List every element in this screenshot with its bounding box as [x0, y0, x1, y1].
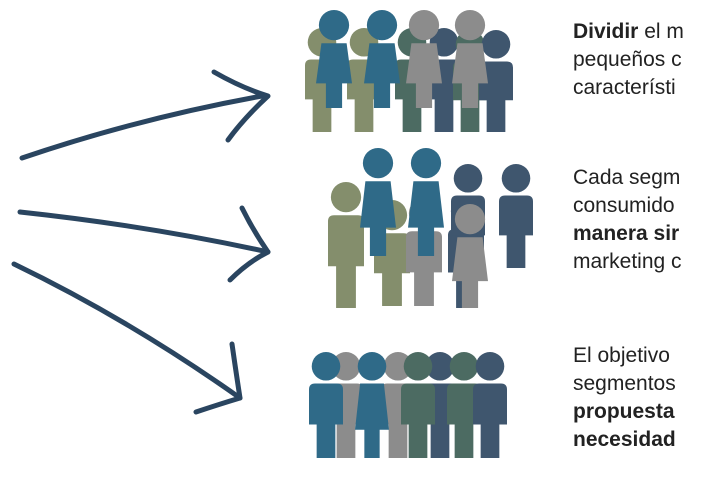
person-icon — [408, 148, 444, 256]
arrow-icon — [17, 209, 271, 255]
text-line: El objetivo — [573, 342, 720, 370]
text-segment: característi — [573, 76, 676, 99]
text-segment: El objetivo — [573, 344, 670, 367]
text-line: característi — [573, 74, 720, 102]
description-paragraph-3: El objetivo segmentos propuesta necesidad — [573, 342, 720, 454]
person-icon — [309, 352, 343, 458]
arrow-icon — [11, 261, 243, 401]
person-icon — [447, 352, 481, 458]
text-segment: marketing c — [573, 250, 682, 273]
person-icon — [499, 164, 533, 268]
arrow-icon — [19, 93, 265, 161]
text-segment: segmentos — [573, 372, 676, 395]
text-line: propuesta — [573, 398, 720, 426]
person-icon — [328, 182, 364, 308]
text-segment: pequeños c — [573, 48, 682, 71]
arrow-icon — [193, 341, 243, 415]
bold-text: necesidad — [573, 428, 676, 451]
text-line: necesidad — [573, 426, 720, 454]
text-line: Cada segm — [573, 164, 720, 192]
bold-text: Dividir — [573, 20, 639, 43]
person-icon — [452, 204, 488, 308]
description-paragraph-2: Cada segm consumido manera sir marketing c — [573, 164, 720, 276]
text-line: segmentos — [573, 370, 720, 398]
text-line: Dividir el m — [573, 18, 720, 46]
person-icon — [479, 30, 513, 133]
person-icon — [473, 352, 507, 458]
text-line: marketing c — [573, 248, 720, 276]
arrow-icon — [227, 205, 271, 283]
bold-text: manera sir — [573, 222, 680, 245]
text-segment: el m — [638, 20, 684, 43]
person-icon — [406, 10, 442, 108]
person-icon — [316, 10, 352, 108]
arrow-icon — [211, 69, 271, 143]
text-line: manera sir — [573, 220, 720, 248]
person-icon — [401, 352, 435, 458]
person-icon — [355, 352, 389, 458]
text-line: pequeños c — [573, 46, 720, 74]
person-icon — [364, 10, 400, 108]
text-segment: Cada segm — [573, 166, 681, 189]
bold-text: propuesta — [573, 400, 675, 423]
text-segment: consumido — [573, 194, 675, 217]
person-icon — [360, 148, 396, 256]
text-line: consumido — [573, 192, 720, 220]
person-icon — [452, 10, 488, 108]
